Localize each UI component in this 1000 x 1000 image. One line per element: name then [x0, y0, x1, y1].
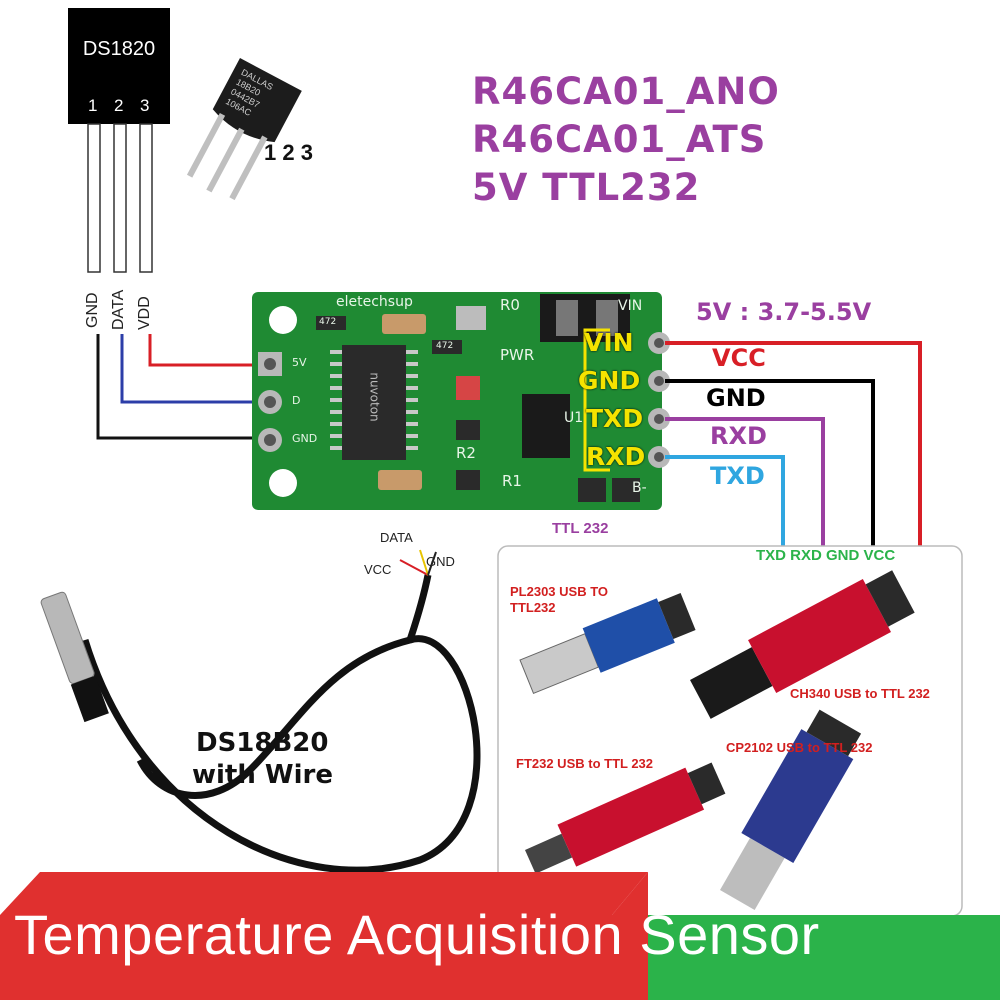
ds1820-package: DS1820 1 2 3	[68, 8, 170, 124]
pin-gnd: GND	[578, 366, 641, 395]
ds1820-pin-2: 2	[114, 96, 124, 115]
u1-chip	[522, 394, 570, 458]
probe-tip	[40, 591, 109, 723]
supply-range: 5V : 3.7-5.5V	[696, 298, 872, 326]
ds1820-leg-3	[139, 123, 153, 273]
ds1820-pin-3: 3	[140, 96, 150, 115]
label-ft232: FT232 USB to TTL 232	[516, 756, 654, 771]
ch340-adapter	[690, 570, 915, 719]
banner-title: Temperature Acquisition Sensor	[14, 903, 820, 966]
resistor-472b	[432, 340, 462, 354]
model-ats: R46CA01_ATS	[472, 118, 767, 161]
rxd-out-wire	[665, 417, 825, 566]
u1-label: U1	[564, 410, 584, 426]
ds1820-name: DS1820	[82, 38, 156, 60]
banner-red	[0, 872, 648, 915]
label-pl2303: PL2303 USB TO TTL232	[510, 584, 609, 615]
chip-pin-numbers: 1 2 3	[264, 140, 313, 165]
wire-label-gnd: GND	[426, 554, 455, 569]
vcc-out-wire	[665, 341, 922, 566]
mcu-label: nuvoton	[367, 372, 382, 422]
data-wire	[120, 334, 268, 404]
r2-label: R2	[456, 444, 476, 462]
wire-label-vcc: VCC	[364, 562, 392, 577]
signal-vcc: VCC	[712, 344, 766, 372]
brand-label: eletechsup	[336, 294, 413, 310]
resistor-472a	[316, 316, 346, 330]
signal-rxd: RXD	[710, 422, 767, 450]
probe-title-1: DS18B20	[196, 728, 329, 758]
pin-rxd: RXD	[586, 442, 646, 471]
ds-label-vdd: VDD	[136, 296, 153, 330]
mount-hole-tl	[269, 306, 297, 334]
left-pin-d: D	[292, 394, 301, 407]
mount-hole-bl	[269, 469, 297, 497]
cp2102-adapter	[720, 709, 862, 910]
mcu-chip	[342, 345, 406, 460]
gnd-out-wire	[665, 379, 875, 566]
probe-title-2: with Wire	[192, 760, 333, 790]
model-ano: R46CA01_ANO	[472, 70, 780, 113]
pin-vin: VIN	[584, 328, 634, 357]
left-pin-5v: 5V	[292, 356, 307, 369]
left-pin-gnd: GND	[292, 432, 318, 445]
probe-wires	[399, 549, 437, 576]
power-led	[456, 376, 480, 400]
capacitor-bottom	[378, 470, 422, 490]
r0-label: R0	[500, 296, 520, 314]
ds1820-pin-1: 1	[88, 96, 98, 115]
ds-label-data: DATA	[110, 289, 127, 330]
pwr-label: PWR	[500, 346, 535, 364]
ds-label-gnd: GND	[84, 292, 101, 328]
pin-txd: TXD	[586, 404, 644, 433]
ft232-adapter	[525, 762, 726, 874]
label-ch340: CH340 USB to TTL 232	[790, 686, 930, 701]
label-cp2102: CP2102 USB to TTL 232	[726, 740, 873, 755]
ttl-label: TTL 232	[552, 520, 609, 537]
vdd-wire	[148, 334, 268, 367]
model-ttl: 5V TTL232	[472, 166, 701, 209]
signal-gnd: GND	[706, 384, 766, 412]
adapter-pins: TXD RXD GND VCC	[756, 547, 896, 564]
r1-label: R1	[502, 472, 522, 490]
ds1820-leg-2	[113, 123, 127, 273]
b-minus-label: B-	[632, 480, 647, 496]
gnd-wire	[96, 334, 268, 440]
capacitor-top	[382, 314, 426, 334]
wire-label-data: DATA	[380, 530, 413, 545]
probe-cable	[81, 635, 481, 874]
vin-small-label: VIN	[618, 298, 643, 314]
pl2303-adapter	[519, 592, 696, 695]
pad-r1	[456, 470, 480, 490]
ds1820-leg-1	[87, 123, 101, 273]
txd-out-wire	[665, 455, 785, 566]
r472a-label: 472	[319, 317, 337, 327]
pad-r0	[456, 306, 486, 330]
signal-txd: TXD	[710, 462, 765, 490]
r472b-label: 472	[436, 341, 454, 351]
pad-r2	[456, 420, 480, 440]
